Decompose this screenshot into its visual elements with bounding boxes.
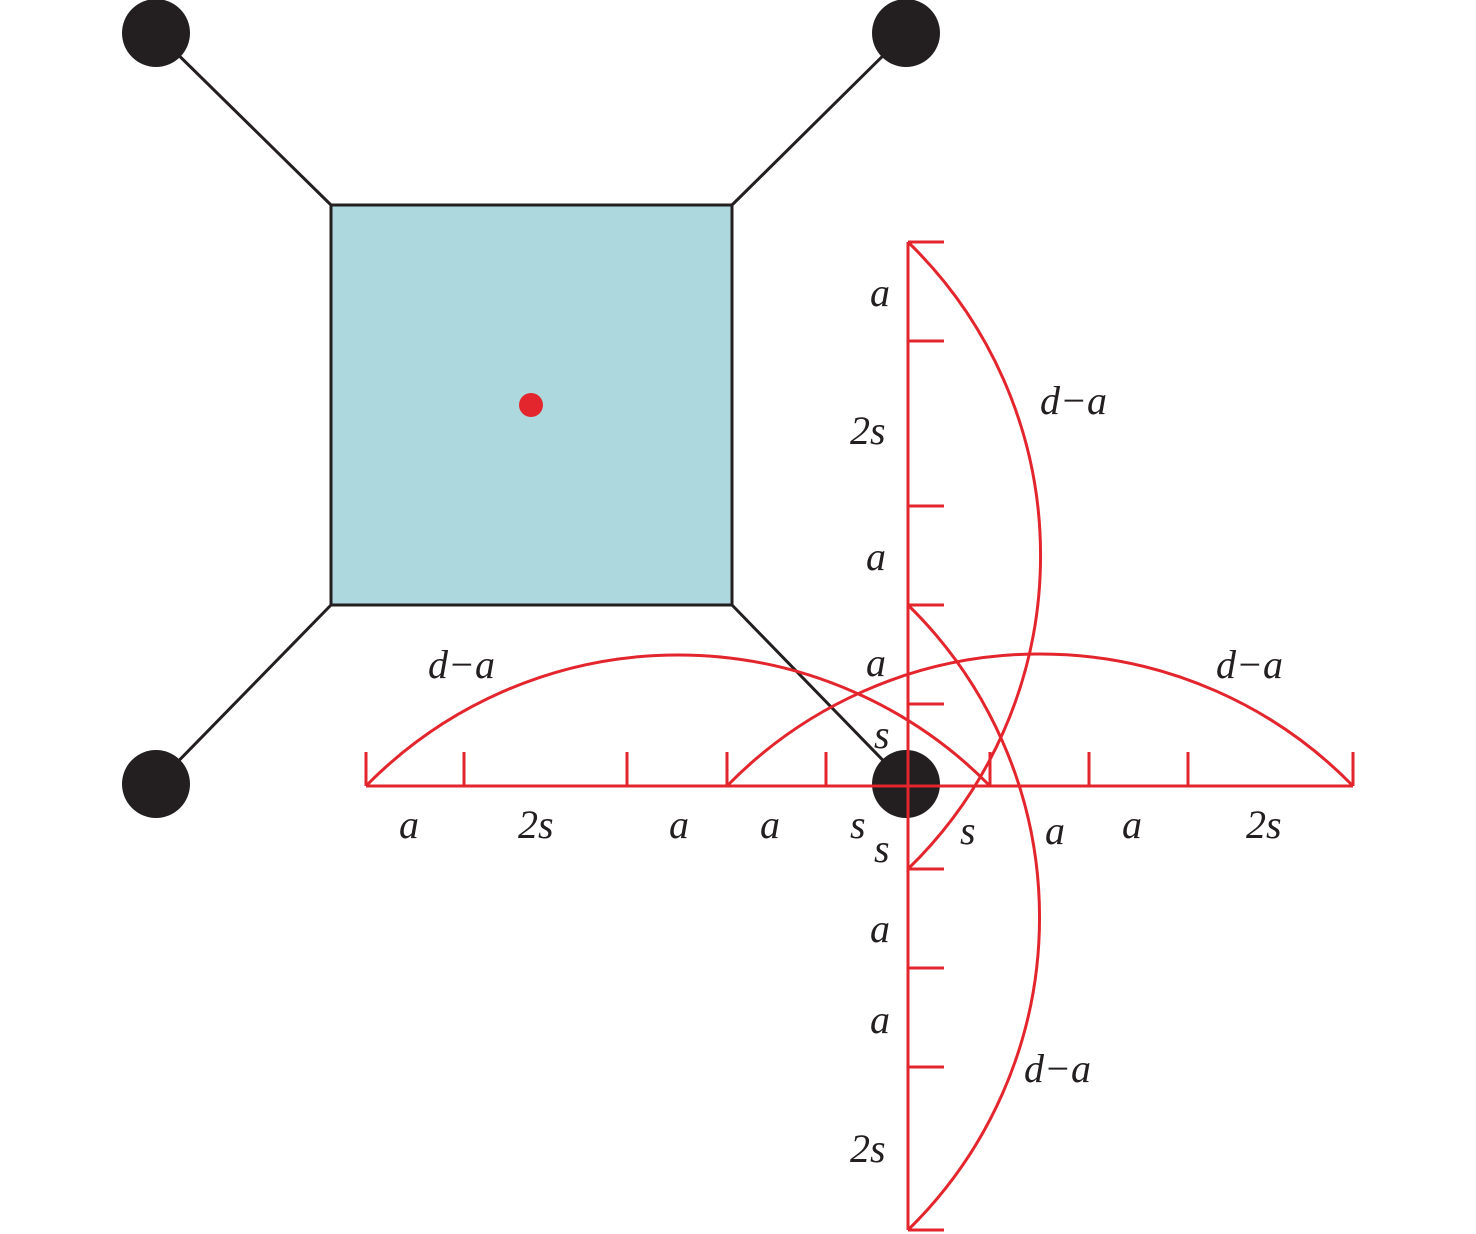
- h-label: a: [669, 802, 689, 847]
- edge-top-right: [730, 31, 908, 207]
- edge-bottom-left: [154, 603, 333, 786]
- h-label: s: [850, 802, 866, 847]
- vertical-labels: a 2s a a s s a a 2s: [850, 270, 890, 1171]
- center-dot: [519, 393, 543, 417]
- h-label: a: [760, 802, 780, 847]
- v-label: s: [874, 826, 890, 871]
- h-label: 2s: [1246, 802, 1282, 847]
- v-label: a: [870, 997, 890, 1042]
- horizontal-ticks: [364, 752, 1355, 786]
- horizontal-labels: a 2s a a s s a a 2s: [399, 802, 1282, 853]
- arc-right: [725, 652, 1355, 788]
- node-top-left: [122, 0, 190, 67]
- h-label: 2s: [518, 802, 554, 847]
- edge-top-left: [154, 31, 333, 207]
- v-label: a: [866, 534, 886, 579]
- arc-label-left: d−a: [428, 642, 495, 687]
- node-bottom-left: [122, 750, 190, 818]
- arc-label-top: d−a: [1040, 378, 1107, 423]
- arc-labels: d−a d−a d−a d−a: [428, 378, 1283, 1091]
- v-label: s: [874, 712, 890, 757]
- node-bottom-right: [872, 750, 940, 818]
- arc-left: [364, 653, 992, 788]
- h-label: a: [399, 802, 419, 847]
- arc-top: [906, 240, 1042, 871]
- h-label: a: [1045, 808, 1065, 853]
- arc-label-right: d−a: [1216, 642, 1283, 687]
- v-label: a: [866, 640, 886, 685]
- arc-label-bottom: d−a: [1024, 1046, 1091, 1091]
- v-label: 2s: [850, 408, 886, 453]
- vertical-ticks: [908, 240, 944, 1232]
- v-label: 2s: [850, 1126, 886, 1171]
- h-label: a: [1122, 802, 1142, 847]
- h-label: s: [960, 808, 976, 853]
- edge-bottom-right: [730, 603, 908, 786]
- node-top-right: [872, 0, 940, 67]
- v-label: a: [870, 906, 890, 951]
- arc-bottom: [906, 603, 1042, 1232]
- v-label: a: [870, 270, 890, 315]
